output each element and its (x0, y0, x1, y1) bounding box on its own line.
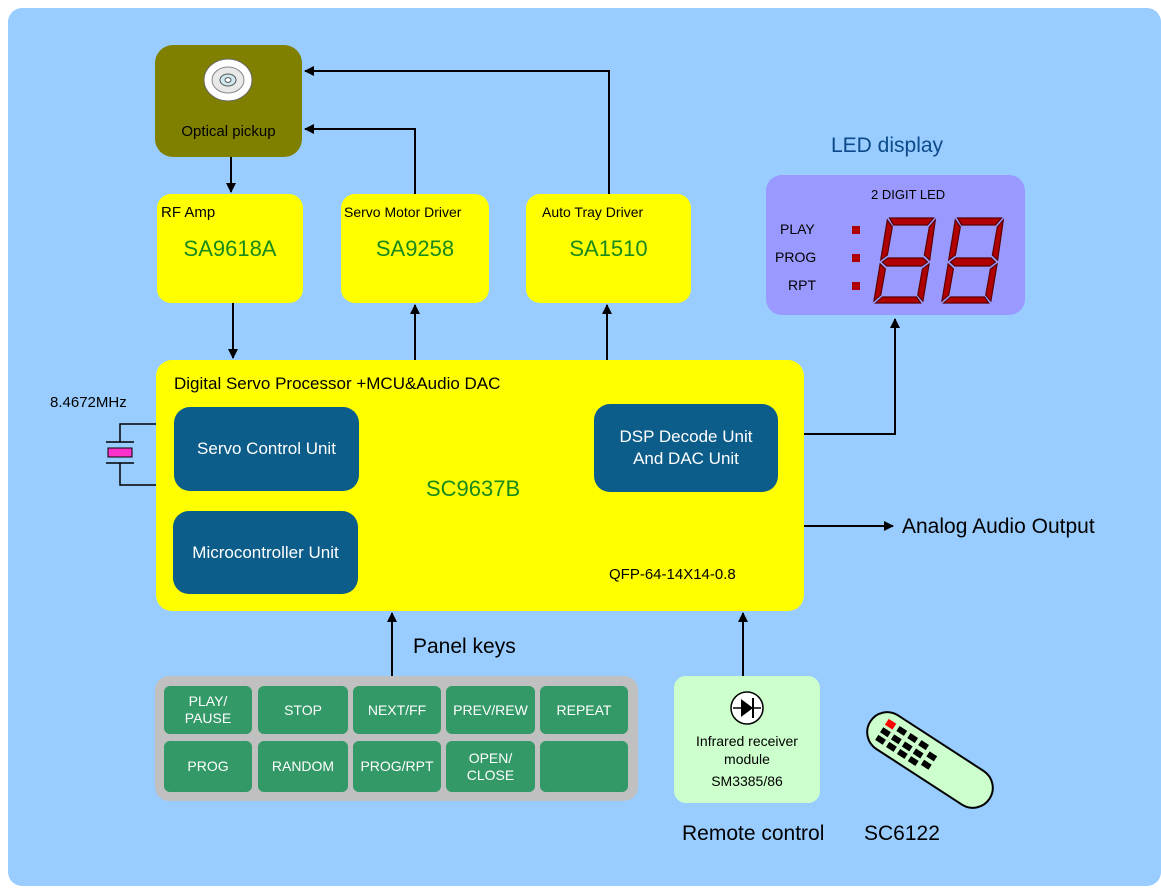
key-blank[interactable] (540, 741, 628, 792)
ir-receiver-block: Infrared receiver module SM3385/86 (674, 676, 820, 803)
tray-driver-block: Auto Tray Driver SA1510 (526, 194, 691, 303)
tray-driver-part: SA1510 (569, 236, 648, 261)
indicator-rpt: RPT (788, 277, 816, 293)
main-chip-part: SC9637B (426, 476, 521, 501)
indicator-dot-rpt (852, 282, 860, 290)
panel-keys-label: Panel keys (413, 635, 516, 658)
crystal-icon (106, 423, 156, 486)
key-prog[interactable]: PROG (164, 741, 252, 792)
key-play-pause[interactable]: PLAY/ PAUSE (164, 686, 252, 734)
tray-driver-title: Auto Tray Driver (542, 204, 644, 220)
servo-driver-part: SA9258 (375, 236, 455, 261)
servo-control-unit: Servo Control Unit (174, 407, 359, 491)
rf-amp-title: RF Amp (161, 204, 216, 221)
key-prog-rpt[interactable]: PROG/RPT (353, 741, 441, 792)
ir-receiver-label: Infrared receiver module (696, 733, 798, 767)
main-chip-package: QFP-64-14X14-0.8 (609, 566, 736, 583)
microcontroller-unit-label: Microcontroller Unit (192, 542, 339, 562)
rf-amp-part: SA9618A (183, 236, 277, 261)
microcontroller-unit: Microcontroller Unit (173, 511, 358, 594)
ir-receiver-part: SM3385/86 (711, 773, 783, 789)
optical-pickup-block: Optical pickup (155, 45, 302, 157)
remote-control-part: SC6122 (864, 822, 940, 845)
key-next-ff[interactable]: NEXT/FF (353, 686, 441, 734)
analog-audio-output-label: Analog Audio Output (902, 515, 1095, 538)
arrow-servo-to-pickup (304, 124, 416, 194)
digit-1 (873, 217, 937, 304)
led-display-title: 2 DIGIT LED (871, 187, 946, 202)
key-random[interactable]: RANDOM (258, 741, 348, 792)
indicator-play: PLAY (780, 221, 815, 237)
digit-2 (941, 217, 1005, 304)
arrow-chip-to-led (804, 318, 900, 435)
key-repeat[interactable]: REPEAT (540, 686, 628, 734)
key-open-close[interactable]: OPEN/ CLOSE (446, 741, 535, 792)
diode-icon (730, 691, 764, 725)
key-prev-rew[interactable]: PREV/REW (446, 686, 535, 734)
dsp-decode-unit-label: DSP Decode Unit And DAC Unit (619, 427, 753, 468)
disc-icon (203, 58, 253, 102)
led-display-panel: 2 DIGIT LED PLAY PROG RPT (766, 175, 1025, 315)
seven-segment-digits (873, 217, 1005, 304)
rf-amp-block: RF Amp SA9618A (157, 194, 303, 303)
led-display-heading: LED display (831, 134, 944, 157)
servo-driver-block: Servo Motor Driver SA9258 (341, 194, 489, 303)
indicator-prog: PROG (775, 249, 817, 265)
remote-control-label: Remote control (682, 822, 825, 845)
dsp-decode-unit: DSP Decode Unit And DAC Unit (594, 404, 778, 492)
arrow-tray-to-pickup (304, 66, 610, 194)
key-stop[interactable]: STOP (258, 686, 348, 734)
indicator-dot-prog (852, 254, 860, 262)
optical-pickup-label: Optical pickup (181, 123, 276, 140)
servo-control-unit-label: Servo Control Unit (197, 439, 336, 458)
servo-driver-title: Servo Motor Driver (344, 204, 462, 220)
remote-control-icon (866, 711, 994, 809)
indicator-dot-play (852, 226, 860, 234)
crystal-label: 8.4672MHz (50, 394, 127, 411)
main-chip-title: Digital Servo Processor +MCU&Audio DAC (174, 374, 501, 393)
